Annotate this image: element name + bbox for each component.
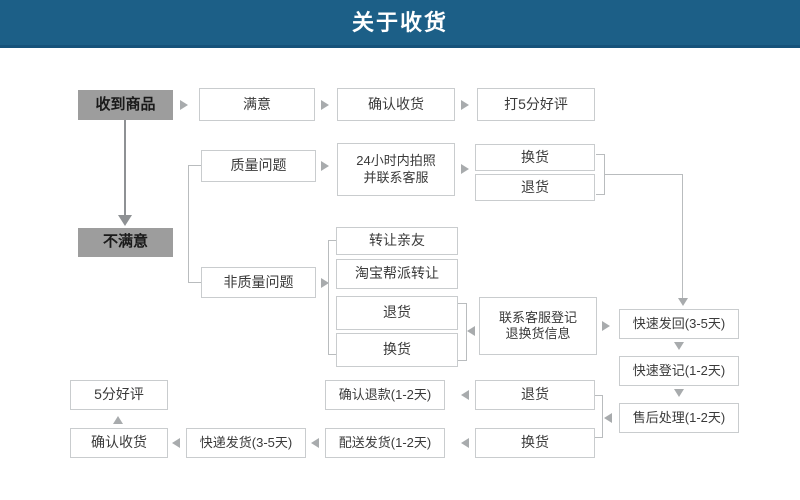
arrow-express-to-confirm-receipt <box>172 438 180 448</box>
arrow-fastregister-to-aftersales <box>674 389 684 397</box>
node-photo-contact-service[interactable]: 24小时内拍照 并联系客服 <box>337 143 455 196</box>
node-after-sales-process[interactable]: 售后处理(1-2天) <box>619 403 739 433</box>
bracket-return-exchange-bottom <box>458 360 467 361</box>
bracket-bottom-bottom <box>594 437 603 438</box>
arrow-confirm-to-five-star <box>113 416 123 424</box>
line-exchange-return-to-right <box>604 174 682 175</box>
arrow-fastreturn-to-fastregister <box>674 342 684 350</box>
arrow-photo-to-exchange-return <box>461 164 469 174</box>
bracket-quality-branch-spine <box>188 165 189 282</box>
node-taobao-group-transfer[interactable]: 淘宝帮派转让 <box>336 259 458 289</box>
node-return-option[interactable]: 退货 <box>336 296 458 330</box>
node-confirm-receipt-bottom[interactable]: 确认收货 <box>70 428 168 458</box>
node-transfer-to-friend[interactable]: 转让亲友 <box>336 227 458 255</box>
node-exchange-option[interactable]: 换货 <box>336 333 458 367</box>
node-fast-return[interactable]: 快速发回(3-5天) <box>619 309 739 339</box>
node-return-bottom[interactable]: 退货 <box>475 380 595 410</box>
node-quality-issue[interactable]: 质量问题 <box>201 150 316 182</box>
node-delivery-shipping[interactable]: 配送发货(1-2天) <box>325 428 445 458</box>
node-five-star-review[interactable]: 打5分好评 <box>477 88 595 121</box>
arrow-aftersales-to-return-exchange <box>604 413 612 423</box>
node-express-shipping[interactable]: 快递发货(3-5天) <box>186 428 306 458</box>
bracket-return-exchange-spine <box>466 303 467 360</box>
arrow-delivery-to-express <box>311 438 319 448</box>
node-confirm-refund[interactable]: 确认退款(1-2天) <box>325 380 445 410</box>
node-confirm-receipt[interactable]: 确认收货 <box>337 88 455 121</box>
bracket-quality-branch-bottom <box>188 282 201 283</box>
arrow-to-fast-return <box>678 298 688 306</box>
arrow-confirm-to-rate <box>461 100 469 110</box>
node-received-goods[interactable]: 收到商品 <box>78 90 173 120</box>
node-contact-service-register[interactable]: 联系客服登记 退换货信息 <box>479 297 597 355</box>
arrow-received-to-satisfied <box>180 100 188 110</box>
page-header: 关于收货 <box>0 0 800 45</box>
header-divider <box>0 45 800 48</box>
arrow-service-to-options <box>467 326 475 336</box>
line-exchange-return-down <box>682 174 683 300</box>
node-unsatisfied[interactable]: 不满意 <box>78 228 173 257</box>
arrow-satisfied-to-confirm <box>321 100 329 110</box>
arrow-return-to-refund <box>461 390 469 400</box>
bracket-options-bottom <box>328 354 337 355</box>
arrow-nonquality-to-options <box>321 278 329 288</box>
bracket-bottom-top <box>594 395 603 396</box>
arrow-service-to-fast-return <box>602 321 610 331</box>
arrow-quality-to-photo <box>321 161 329 171</box>
node-fast-register[interactable]: 快速登记(1-2天) <box>619 356 739 386</box>
node-non-quality-issue[interactable]: 非质量问题 <box>201 267 316 298</box>
node-return-upper[interactable]: 退货 <box>475 174 595 201</box>
node-satisfied[interactable]: 满意 <box>199 88 315 121</box>
bracket-bottom-spine <box>602 395 603 437</box>
page-title: 关于收货 <box>351 9 448 35</box>
line-received-to-unsatisfied <box>124 120 126 217</box>
node-exchange-upper[interactable]: 换货 <box>475 144 595 171</box>
arrow-exchange-to-delivery <box>461 438 469 448</box>
bracket-options-top <box>328 240 337 241</box>
bracket-return-exchange-top <box>458 303 467 304</box>
node-five-star-bottom[interactable]: 5分好评 <box>70 380 168 410</box>
bracket-exchange-return-bottom <box>596 194 605 195</box>
node-exchange-bottom[interactable]: 换货 <box>475 428 595 458</box>
bracket-options-spine <box>328 240 329 354</box>
arrow-received-down <box>118 215 132 226</box>
flow-canvas: 收到商品 满意 确认收货 打5分好评 不满意 质量问题 24小时内拍照 并联系客… <box>0 48 800 500</box>
bracket-exchange-return-top <box>596 154 605 155</box>
bracket-quality-branch-top <box>188 165 201 166</box>
